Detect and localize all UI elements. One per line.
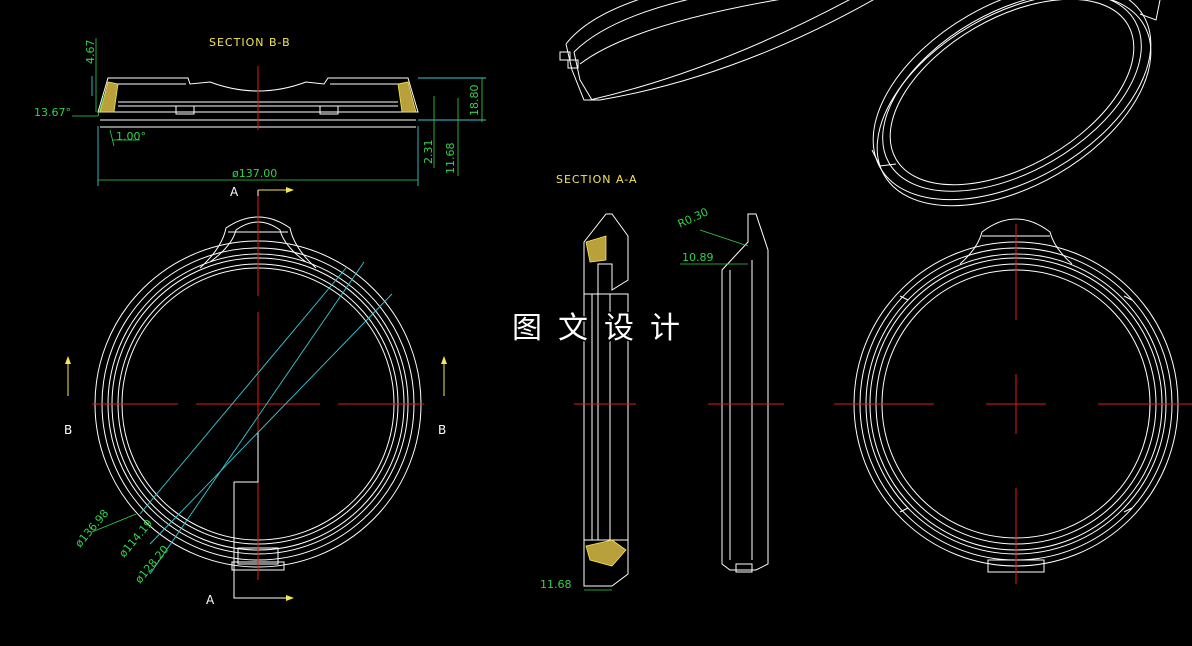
section-bb-view: SECTION B-B ø137.00 4.67 13.67° 1.00° 18… [34, 36, 486, 186]
marker-b-right: B [438, 423, 446, 437]
marker-b-left: B [64, 423, 72, 437]
section-aa-view: SECTION A-A 11.68 10.89 R0.30 [540, 173, 784, 591]
dim-height-small: 2.31 [422, 140, 435, 165]
dim-angle-side: 13.67° [34, 106, 71, 119]
marker-a-bottom: A [206, 593, 215, 607]
section-bb-title: SECTION B-B [209, 36, 291, 49]
marker-a-top: A [230, 185, 239, 199]
dim-dia-inner: ø114.19 [116, 517, 155, 560]
back-view [834, 218, 1192, 584]
dim-width-lip: 10.89 [682, 251, 714, 264]
dim-height-mid: 11.68 [444, 143, 457, 175]
watermark-text: 图文设计 [512, 311, 696, 346]
dim-width-bottom: 11.68 [540, 578, 572, 591]
dim-angle-bottom: 1.00° [116, 130, 146, 143]
front-view: A A B B ø136.98 ø114.19 ø128.20 [64, 185, 447, 607]
section-aa-title: SECTION A-A [556, 173, 638, 186]
dim-height-total: 18.80 [468, 85, 481, 117]
dim-dia-outer: ø136.98 [72, 507, 111, 550]
dim-dia-mid: ø128.20 [132, 543, 171, 586]
dim-radius: R0.30 [676, 205, 711, 230]
dim-overall-diameter: ø137.00 [232, 167, 277, 180]
isometric-view [559, 0, 1161, 207]
dim-height-top: 4.67 [84, 40, 97, 65]
